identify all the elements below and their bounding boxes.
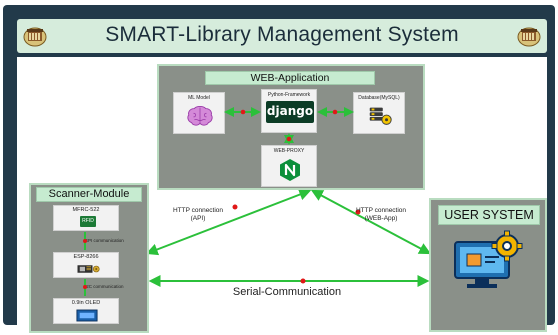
title-bar: SMART-Library Management System bbox=[17, 19, 547, 53]
spi-communication-label: SPI communication bbox=[85, 238, 124, 243]
user-system-title: USER SYSTEM bbox=[438, 205, 540, 225]
django-logo-icon: django bbox=[266, 101, 314, 123]
web-app-internal-links bbox=[224, 107, 354, 145]
brain-icon bbox=[187, 105, 213, 126]
web-proxy-label: WEB-PROXY bbox=[273, 148, 305, 154]
rfid-reader-label: MFRC-522 bbox=[72, 207, 100, 213]
connection-lines bbox=[145, 188, 432, 287]
oled-screen-icon bbox=[76, 309, 98, 322]
page: SMART-Library Management System bbox=[3, 5, 555, 333]
web-application-title: WEB-Application bbox=[205, 71, 375, 85]
oled-display-node: 0.9in OLED bbox=[53, 298, 119, 324]
http-web-app-label: HTTP connection (WEB-App) bbox=[355, 207, 407, 222]
user-system-panel: USER SYSTEM bbox=[429, 198, 547, 332]
rfid-chip-icon: RFID bbox=[80, 216, 96, 227]
i2c-communication-label: I2C communication bbox=[85, 284, 124, 289]
web-proxy-node: WEB-PROXY bbox=[261, 145, 317, 187]
database-node: Database(MySQL) bbox=[353, 92, 405, 134]
serial-communication-label: Serial-Communication bbox=[232, 286, 342, 298]
library-logo-icon bbox=[23, 27, 47, 47]
web-application-panel: WEB-Application ML Model Python-Framewor… bbox=[157, 64, 425, 190]
database-label: Database(MySQL) bbox=[358, 95, 400, 101]
scanner-module-panel: Scanner-Module MFRC-522 RFID SPI communi… bbox=[29, 183, 149, 333]
esp8266-label: ESP-8266 bbox=[73, 254, 99, 260]
computer-settings-icon bbox=[454, 230, 523, 288]
esp8266-board-icon bbox=[77, 265, 100, 273]
diagram-title: SMART-Library Management System bbox=[105, 23, 459, 46]
http-api-dot bbox=[232, 204, 238, 210]
scanner-internal-links bbox=[83, 232, 87, 296]
rfid-reader-node: MFRC-522 RFID bbox=[53, 205, 119, 231]
serial-dot bbox=[300, 278, 306, 284]
http-web-arrow bbox=[310, 189, 432, 255]
python-framework-label: Python-Framework bbox=[267, 92, 311, 98]
esp8266-node: ESP-8266 bbox=[53, 252, 119, 278]
http-web-dot bbox=[355, 209, 361, 215]
diagram-canvas: WEB-Application ML Model Python-Framewor… bbox=[17, 57, 547, 333]
diagram-frame: SMART-Library Management System bbox=[3, 5, 555, 333]
http-api-arrow bbox=[145, 188, 312, 256]
nginx-logo-icon bbox=[280, 159, 300, 181]
scanner-module-title: Scanner-Module bbox=[36, 187, 142, 202]
ml-model-label: ML Model bbox=[188, 95, 210, 101]
python-framework-node: Python-Framework django bbox=[261, 89, 317, 133]
http-api-label: HTTP connection (API) bbox=[172, 207, 224, 222]
library-logo-icon bbox=[517, 27, 541, 47]
oled-display-label: 0.9in OLED bbox=[71, 300, 101, 306]
database-icon bbox=[369, 107, 392, 125]
